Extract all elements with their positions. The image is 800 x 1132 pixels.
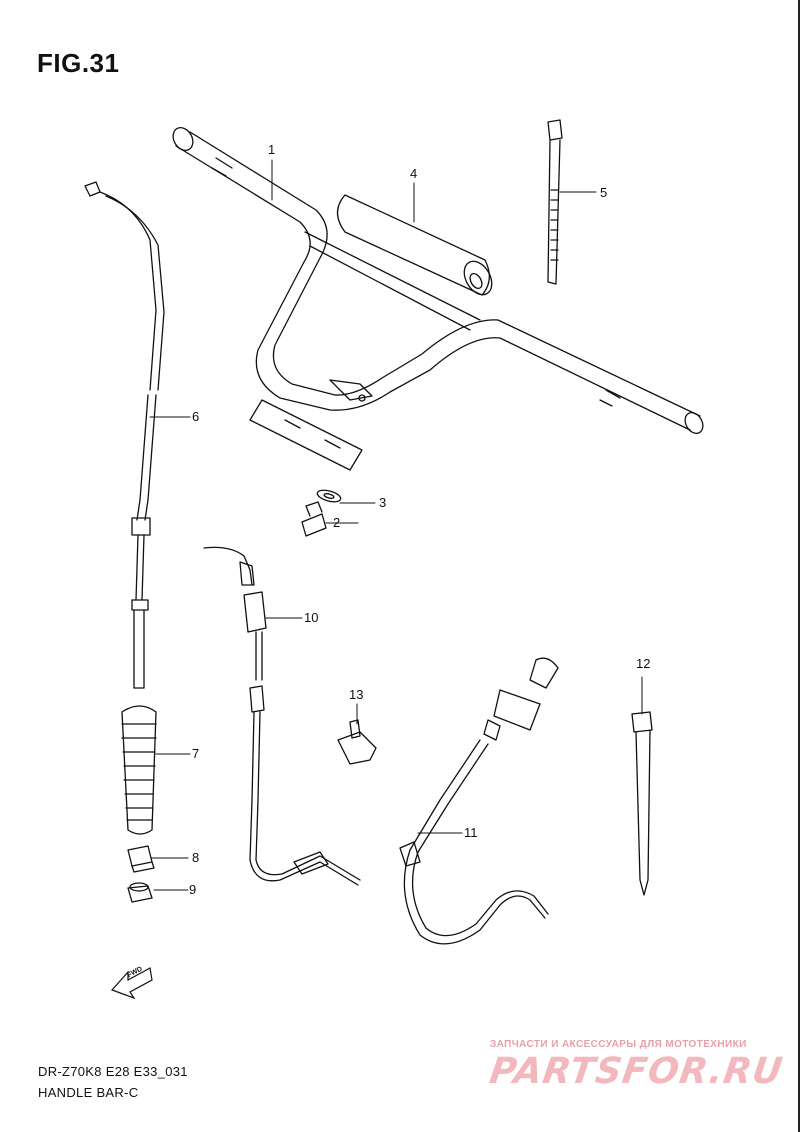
cable-tie-part bbox=[547, 119, 563, 285]
long-cable-tie-part bbox=[631, 711, 653, 896]
callout-10: 10 bbox=[304, 610, 319, 625]
callout-6: 6 bbox=[192, 409, 200, 424]
nut-part bbox=[127, 882, 153, 903]
watermark-brand: PARTSFOR.RU bbox=[487, 1051, 786, 1092]
callout-13: 13 bbox=[349, 687, 364, 702]
grip-pad-part bbox=[336, 194, 493, 296]
clamp-part bbox=[337, 719, 377, 765]
frame-border bbox=[798, 0, 800, 1132]
throttle-cable-part bbox=[84, 181, 165, 689]
figure-title: FIG.31 bbox=[37, 48, 120, 78]
callout-3: 3 bbox=[379, 495, 387, 510]
callout-4: 4 bbox=[410, 166, 418, 181]
forward-arrow-icon bbox=[110, 967, 153, 1000]
callout-7: 7 bbox=[192, 746, 200, 761]
bolt-part bbox=[301, 501, 327, 537]
callout-1: 1 bbox=[268, 142, 276, 157]
washer-part bbox=[316, 489, 342, 503]
section-name: HANDLE BAR-C bbox=[38, 1085, 139, 1100]
callout-5: 5 bbox=[600, 185, 608, 200]
leader-lines bbox=[149, 159, 643, 891]
handlebar-part bbox=[172, 127, 704, 471]
callout-9: 9 bbox=[189, 882, 197, 897]
callout-12: 12 bbox=[636, 656, 651, 671]
cap-part bbox=[127, 845, 155, 873]
callout-11: 11 bbox=[464, 825, 478, 840]
lever-cable-part bbox=[203, 546, 361, 886]
boot-part bbox=[121, 705, 157, 835]
model-code: DR-Z70K8 E28 E33_031 bbox=[38, 1064, 188, 1079]
callout-2: 2 bbox=[333, 515, 341, 530]
callout-8: 8 bbox=[192, 850, 200, 865]
watermark-tagline: ЗАПЧАСТИ И АКСЕССУАРЫ ДЛЯ МОТОТЕХНИКИ bbox=[490, 1039, 747, 1050]
choke-cable-part bbox=[399, 657, 559, 945]
